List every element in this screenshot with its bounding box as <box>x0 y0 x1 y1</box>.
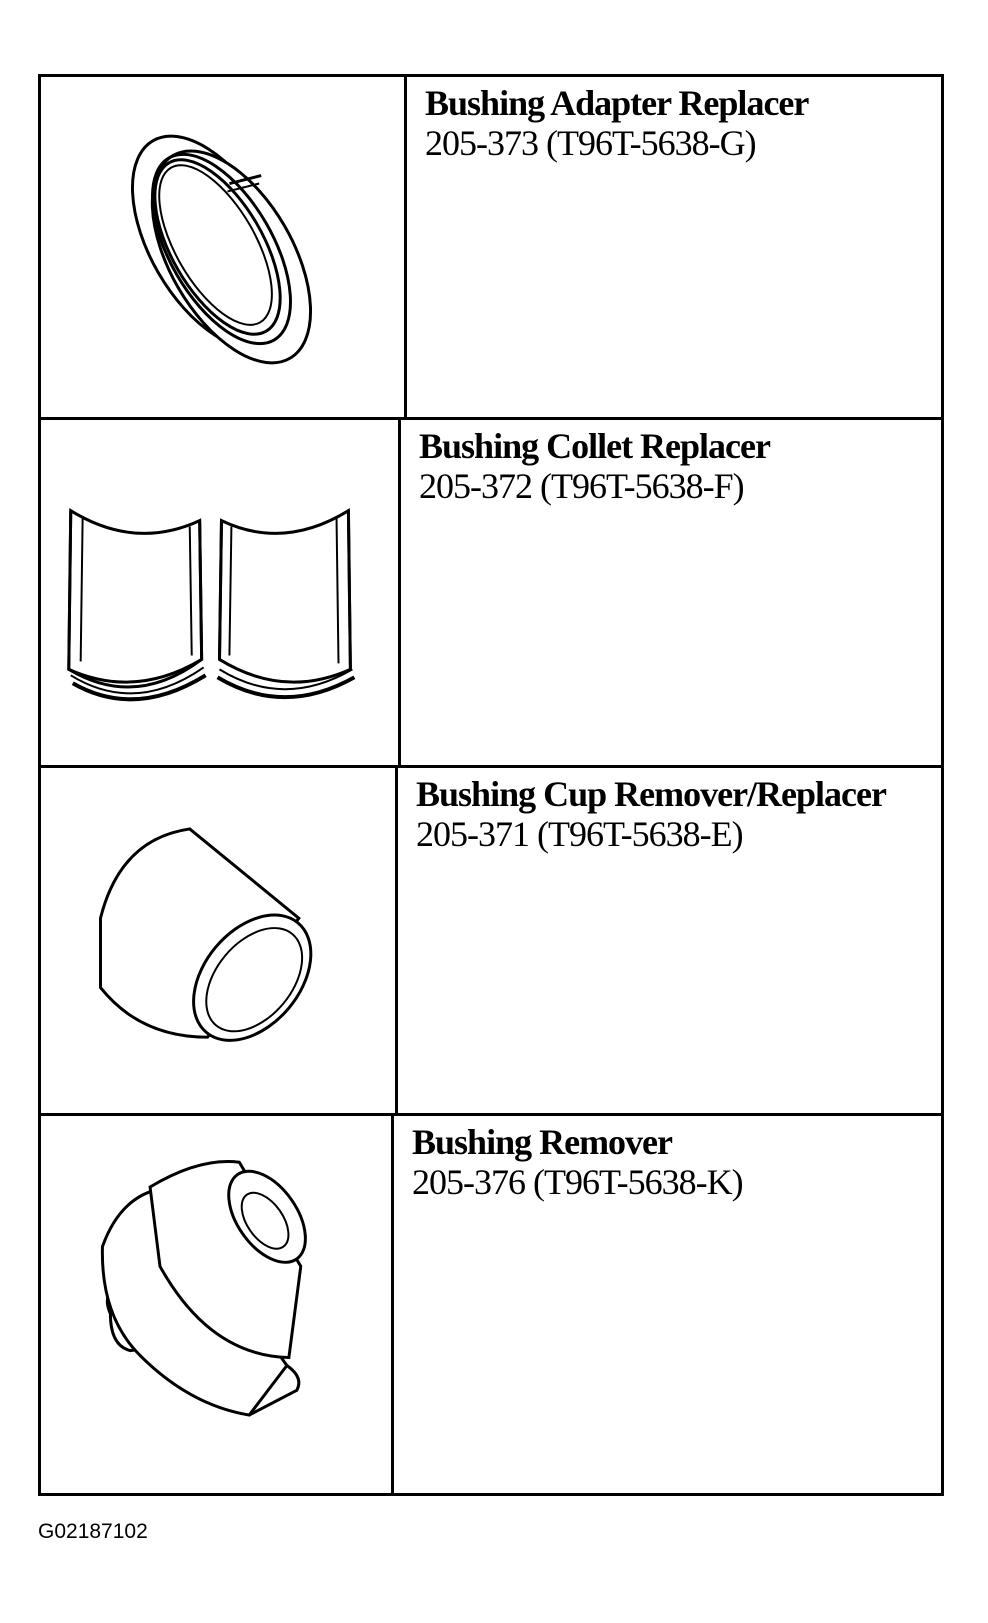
tool-number: 205-372 (T96T-5638-F) <box>419 466 745 506</box>
text-cell: Bushing Collet Replacer 205-372 (T96T-56… <box>401 420 941 768</box>
text-cell: Bushing Adapter Replacer 205-373 (T96T-5… <box>407 77 941 417</box>
bushing-cup-cylinder-icon <box>99 827 313 1042</box>
table-row: Bushing Adapter Replacer 205-373 (T96T-5… <box>41 77 941 417</box>
table-row: Bushing Cup Remover/Replacer 205-371 (T9… <box>41 765 941 1116</box>
tool-number: 205-376 (T96T-5638-K) <box>412 1162 744 1202</box>
image-cell <box>41 1116 394 1496</box>
table-row: Bushing Remover 205-376 (T96T-5638-K) <box>41 1113 941 1496</box>
tool-name: Bushing Collet Replacer <box>419 426 771 466</box>
text-cell: Bushing Remover 205-376 (T96T-5638-K) <box>394 1116 941 1496</box>
image-cell <box>41 768 398 1116</box>
tool-name: Bushing Remover <box>412 1122 673 1162</box>
figure-id: G02187102 <box>38 1520 148 1543</box>
image-cell <box>41 77 407 417</box>
tool-number: 205-373 (T96T-5638-G) <box>425 123 757 163</box>
text-cell: Bushing Cup Remover/Replacer 205-371 (T9… <box>398 768 941 1116</box>
tool-name: Bushing Adapter Replacer <box>425 83 809 123</box>
table-row: Bushing Collet Replacer 205-372 (T96T-56… <box>41 417 941 768</box>
tool-name: Bushing Cup Remover/Replacer <box>416 774 887 814</box>
bushing-adapter-ring-icon <box>130 134 313 365</box>
special-tools-table: Bushing Adapter Replacer 205-373 (T96T-5… <box>38 74 944 1496</box>
bushing-collet-halves-icon <box>67 508 356 702</box>
image-cell <box>41 420 401 768</box>
bushing-remover-cone-icon <box>100 1160 307 1417</box>
tool-number: 205-371 (T96T-5638-E) <box>416 814 744 854</box>
